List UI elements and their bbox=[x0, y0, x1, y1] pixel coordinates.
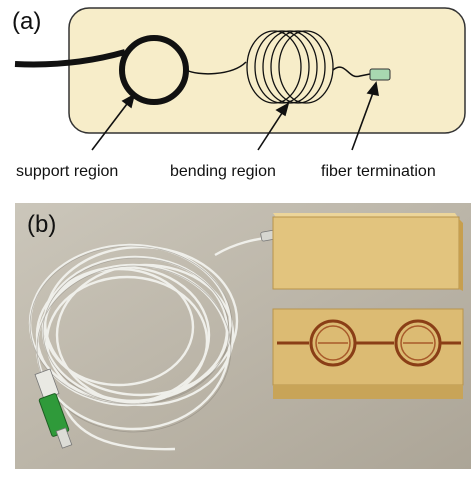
fiber-segment-1 bbox=[185, 61, 247, 75]
block-cover bbox=[272, 213, 463, 291]
fiber-termination-icon bbox=[369, 68, 391, 81]
support-region-label: support region bbox=[16, 163, 119, 180]
block-grooved bbox=[272, 308, 464, 399]
input-cable bbox=[14, 49, 126, 68]
schematic-diagram bbox=[14, 7, 466, 151]
panel-b-label: (b) bbox=[27, 211, 57, 238]
groove-pattern bbox=[277, 319, 461, 367]
fiber-termination-label: fiber termination bbox=[321, 163, 436, 180]
bending-region-label: bending region bbox=[170, 163, 276, 180]
annotation-arrows bbox=[91, 81, 379, 151]
photograph bbox=[15, 203, 471, 469]
bending-coils bbox=[246, 30, 334, 104]
cable-shadows bbox=[29, 245, 233, 433]
enclosure-box bbox=[68, 7, 466, 134]
green-connector bbox=[34, 368, 73, 449]
panel-a-label: (a) bbox=[12, 8, 42, 35]
fiber-segment-2 bbox=[332, 66, 371, 78]
